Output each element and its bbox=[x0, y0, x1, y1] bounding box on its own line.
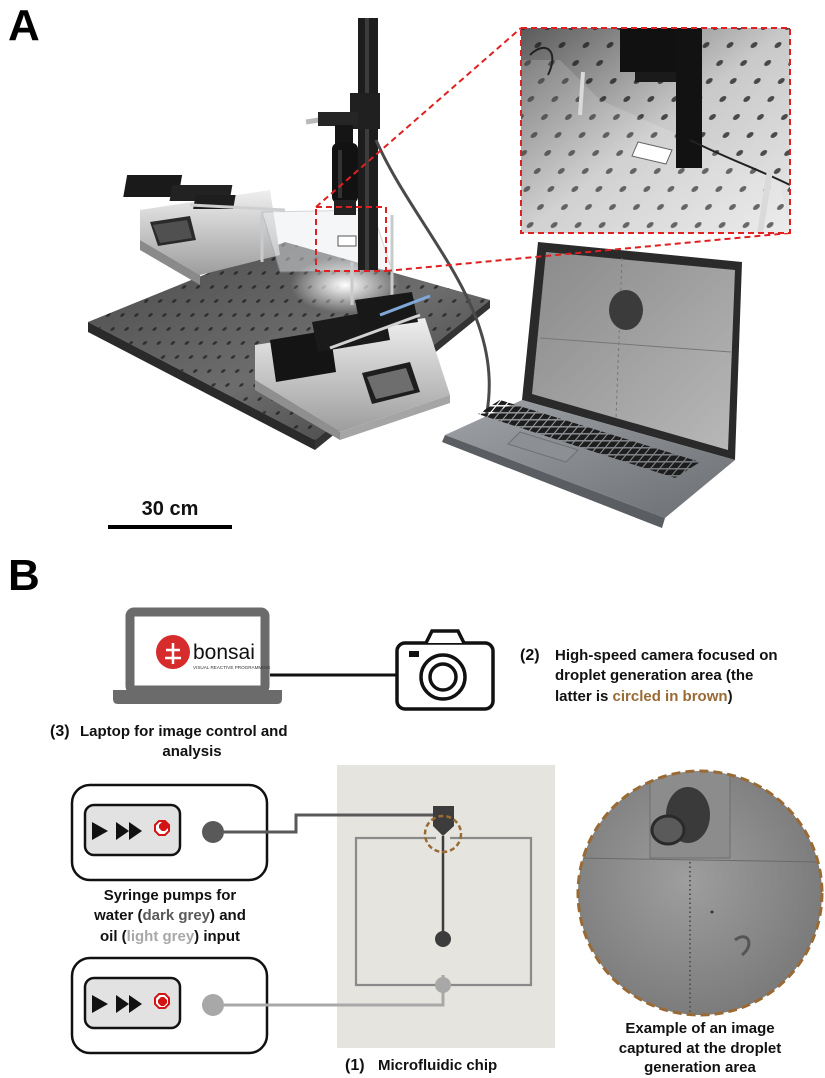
oil-inlet bbox=[435, 977, 451, 993]
camera-number: (2) bbox=[520, 647, 540, 664]
zoom-line-bottom bbox=[385, 232, 791, 272]
laptop-label-line1: (3) Laptop for image control and bbox=[50, 723, 288, 740]
syringe-pump-back bbox=[123, 175, 286, 285]
example-label-line3: generation area bbox=[644, 1059, 756, 1076]
fast-forward-icon bbox=[116, 995, 129, 1013]
example-droplet-image bbox=[576, 769, 824, 1017]
oil-outlet-icon bbox=[202, 994, 224, 1016]
laptop-icon: bonsai VISUAL REACTIVE PROGRAMMING bbox=[113, 607, 282, 704]
droplet-area-circle bbox=[423, 814, 463, 854]
syringe-pump-water bbox=[70, 783, 269, 882]
syringe-pump-front bbox=[255, 292, 450, 440]
laptop-label-line2: analysis bbox=[162, 743, 221, 760]
play-icon bbox=[92, 822, 108, 840]
camera-label-line2: droplet generation area (the bbox=[555, 667, 753, 684]
example-label-line1: Example of an image bbox=[625, 1020, 774, 1037]
camera-label-line3: latter is circled in brown) bbox=[555, 688, 733, 705]
camera-post bbox=[305, 18, 380, 270]
camera-icon bbox=[395, 629, 495, 711]
pumps-label-line2: water (dark grey) and bbox=[93, 907, 246, 924]
high-speed-camera bbox=[332, 125, 358, 215]
zoom-inset bbox=[521, 28, 791, 234]
panel-a-letter: A bbox=[8, 1, 40, 50]
camera-cable bbox=[374, 139, 491, 441]
bonsai-logo-word: bonsai bbox=[193, 641, 255, 664]
chip-label: (1) Microfluidic chip bbox=[345, 1057, 497, 1074]
water-tubing bbox=[224, 813, 443, 834]
scale-bar-label: 30 cm bbox=[142, 498, 199, 520]
example-label-line2: captured at the droplet bbox=[619, 1040, 782, 1057]
fast-forward-icon bbox=[116, 822, 129, 840]
water-inlet-nozzle bbox=[433, 806, 454, 836]
panel-b-letter: B bbox=[8, 551, 40, 600]
zoom-line-top bbox=[315, 27, 522, 208]
camera-label-line1: (2) High-speed camera focused on bbox=[520, 647, 778, 664]
microfluidic-chip bbox=[354, 806, 533, 993]
syringe-pump-oil bbox=[70, 956, 269, 1055]
pumps-label-line3: oil (light grey) input bbox=[100, 928, 240, 945]
example-image-border bbox=[576, 769, 824, 1017]
pumps-label-line1: Syringe pumps for bbox=[104, 887, 237, 904]
zoom-region-box bbox=[315, 206, 387, 272]
zoom-inset-border bbox=[520, 27, 791, 234]
outlet-reservoir bbox=[435, 931, 451, 947]
bonsai-logo-tagline: VISUAL REACTIVE PROGRAMMING bbox=[193, 665, 271, 670]
water-outlet-icon bbox=[202, 821, 224, 843]
play-icon bbox=[92, 995, 108, 1013]
laptop-a bbox=[442, 242, 742, 528]
